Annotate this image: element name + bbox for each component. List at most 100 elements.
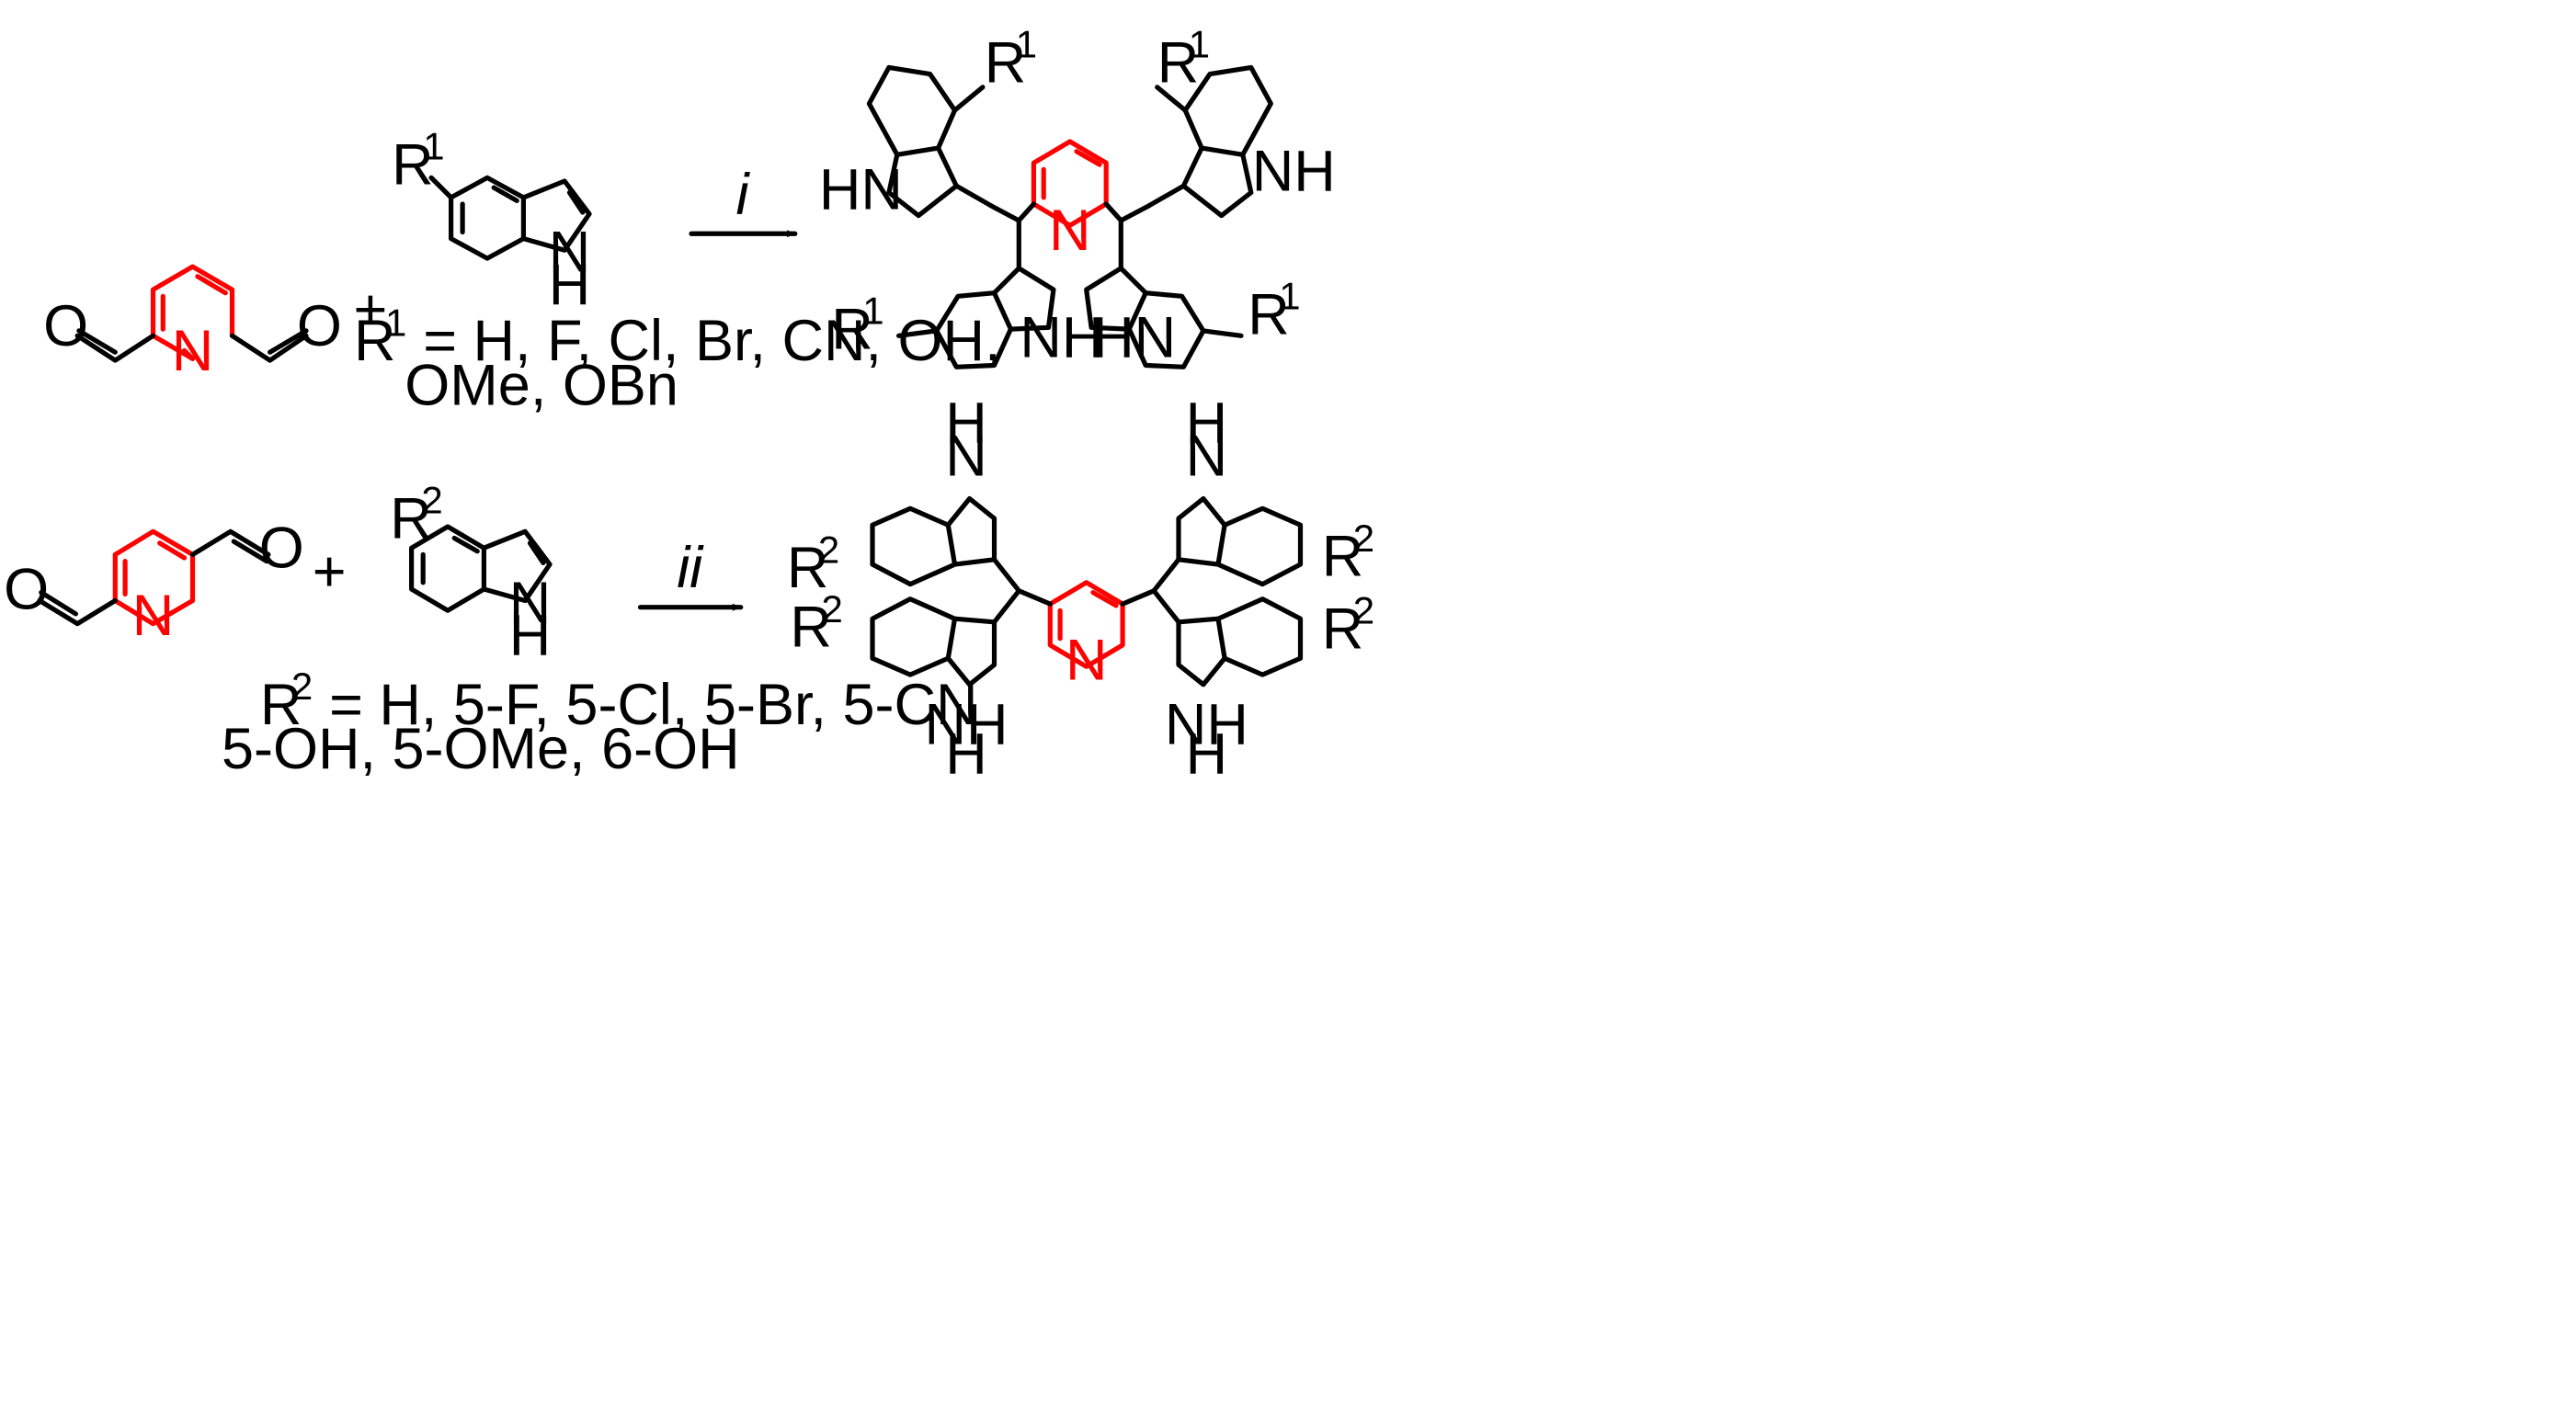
- indole-hn: HN: [1092, 306, 1176, 370]
- pyridine-nitrogen: N: [172, 319, 214, 383]
- aldehyde-double-bond: [268, 328, 309, 355]
- pyridine-double-bond: [157, 540, 188, 561]
- r1-bond: [1155, 85, 1188, 113]
- methine-indole-bond: [953, 183, 994, 209]
- indole-pyrrole-ring: [481, 528, 553, 604]
- indole-double-bond: [491, 185, 519, 203]
- indole-hn: HN: [819, 157, 903, 222]
- r1-label: R1: [1157, 23, 1210, 96]
- r-letter: R: [1322, 597, 1364, 662]
- indole-nh: NH: [1020, 306, 1103, 370]
- aldehyde-double-bond: [39, 590, 78, 617]
- r-letter: R: [831, 298, 873, 362]
- r-superscript: 2: [1353, 589, 1374, 632]
- methine-bond-left: [988, 201, 1036, 223]
- indole-pyrrole-ring: [886, 145, 959, 219]
- pyridine-bond: [181, 347, 196, 361]
- r-superscript: 2: [291, 665, 313, 708]
- indole-double-bond: [566, 189, 586, 215]
- r-letter: R: [985, 31, 1027, 96]
- indole-benzene-ring: [1182, 64, 1273, 157]
- r1-label: R1: [985, 23, 1037, 96]
- indole-nh-h: H: [509, 604, 552, 668]
- r-letter: R: [392, 133, 434, 198]
- r-superscript: 1: [1279, 275, 1300, 318]
- r-letter: R: [390, 487, 432, 551]
- aldehyde-oxygen: O: [4, 558, 49, 622]
- r1-bond: [896, 328, 940, 338]
- structures: [37, 64, 1304, 687]
- r-letter: R: [260, 673, 302, 737]
- r-superscript: 2: [1353, 517, 1374, 560]
- r1-bond: [1201, 328, 1244, 338]
- r-superscript: 2: [822, 587, 843, 630]
- aldehyde-oxygen: O: [297, 294, 342, 358]
- indole-nh-h: H: [549, 253, 591, 317]
- pyridine-double-bond: [1090, 590, 1119, 608]
- indole-nh-h: H: [945, 392, 987, 456]
- aldehyde-oxygen: O: [43, 294, 88, 358]
- product1-pyridine-n: N: [1049, 199, 1091, 263]
- r-superscript: 2: [818, 528, 839, 571]
- indole-double-bond: [527, 540, 546, 565]
- methine-bond-left: [991, 588, 1053, 625]
- methine-bond-right: [1120, 588, 1181, 625]
- pyridine-nitrogen: N: [132, 584, 175, 648]
- methine-indole-bond: [1151, 557, 1181, 594]
- indole-double-bond: [451, 535, 480, 554]
- indole-pyrrole-ring: [1180, 145, 1254, 219]
- r-superscript: 1: [385, 301, 406, 344]
- r-superscript: 1: [862, 290, 883, 333]
- r2-label: R2: [1322, 517, 1374, 589]
- indole-benzene-ring: [1215, 596, 1304, 677]
- r-letter: R: [1322, 525, 1364, 589]
- aldehyde-bond-left: [74, 333, 156, 363]
- r-letter: R: [1157, 31, 1200, 96]
- plus-sign: +: [354, 278, 388, 342]
- r1-substituent-label: R1: [354, 301, 406, 373]
- r2-substituent-list-line2: 5-OH, 5-OMe, 6-OH: [222, 717, 740, 781]
- r-superscript: 1: [1016, 23, 1037, 66]
- r2-label: R2: [390, 479, 442, 551]
- reaction-condition-i: i: [736, 163, 751, 227]
- indole-nh-h: H: [1186, 392, 1228, 456]
- indole-benzene-ring: [934, 290, 1013, 369]
- r1-bond: [428, 175, 454, 200]
- r-superscript: 2: [421, 479, 442, 522]
- indole-nh: NH: [1165, 692, 1248, 756]
- aldehyde-bond-left: [37, 597, 118, 627]
- product2-pyridine-ring: [1047, 580, 1125, 669]
- indole-pyrrole-ring: [520, 178, 592, 253]
- aldehyde-double-bond: [231, 539, 269, 564]
- r1-label: R1: [392, 125, 444, 198]
- r1-substituent-list-line2: OMe, OBn: [405, 354, 678, 418]
- indole-pyrrole-ring: [945, 495, 997, 567]
- methine-indole-bond: [991, 557, 1021, 594]
- indole-nh-n: N: [1186, 425, 1228, 489]
- r2-substituent-label: R2: [260, 665, 313, 737]
- pyridine-ring-1: [150, 264, 235, 361]
- indole-nh: NH: [925, 692, 1009, 756]
- indole-benzene-ring: [866, 64, 958, 157]
- indole-benzene-ring: [870, 506, 958, 587]
- r1-label: R1: [1248, 275, 1300, 347]
- pyridine-double-bond: [195, 274, 228, 296]
- indole-pyrrole-ring: [1176, 616, 1227, 687]
- indole-nh-h: H: [1186, 722, 1228, 787]
- r-superscript: 1: [1189, 23, 1210, 66]
- r-letter: R: [354, 309, 396, 373]
- indole-benzene-ring: [1215, 506, 1304, 587]
- r1-bond: [952, 85, 986, 113]
- indole-nh-h: H: [945, 722, 987, 787]
- r-superscript: 1: [423, 125, 444, 168]
- product2-pyridine-n: N: [1066, 629, 1108, 693]
- indole-pyrrole-ring: [1176, 495, 1227, 567]
- indole-nh-n: N: [549, 220, 591, 284]
- r2-label: R2: [790, 587, 842, 660]
- r-letter: R: [1248, 283, 1290, 347]
- r1-substituent-list-line1: = H, F, Cl, Br, CN, OH,: [423, 309, 1000, 373]
- methine-bond-right: [1103, 201, 1152, 223]
- methine-indole-bond: [1146, 183, 1186, 209]
- indole-nh-n: N: [509, 571, 552, 635]
